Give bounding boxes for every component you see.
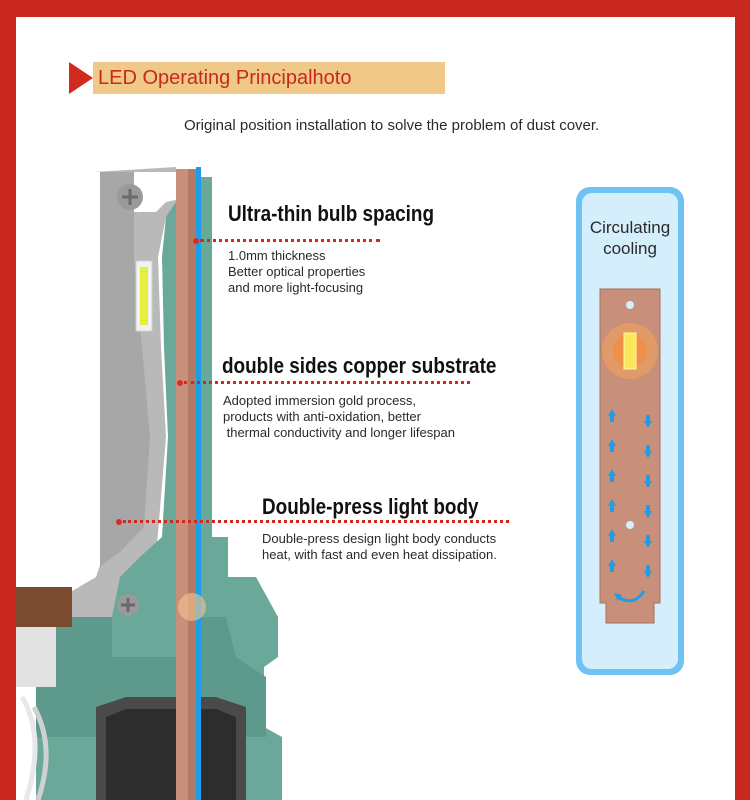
pointer-dot: [193, 238, 199, 244]
feature-desc-line: products with anti-oxidation, better: [223, 409, 421, 424]
banner-arrow-icon: [69, 62, 93, 94]
circulating-cooling-card: Circulating cooling: [576, 187, 684, 675]
content-panel: LED Operating Principalhoto Original pos…: [16, 17, 735, 800]
socket-brown: [16, 587, 72, 627]
feature-desc-line: heat, with fast and even heat dissipatio…: [262, 547, 497, 562]
cooling-card-inner: Circulating cooling: [582, 193, 678, 669]
feature-heading-copper-substrate: double sides copper substrate: [222, 353, 497, 378]
feature-desc-line: Better optical properties: [228, 264, 366, 279]
base-inner: [106, 709, 236, 800]
feature-desc-line: thermal conductivity and longer lifespan: [223, 425, 455, 440]
feature-heading-thin-spacing: Ultra-thin bulb spacing: [228, 201, 435, 226]
cooling-title-line1: Circulating: [589, 218, 671, 237]
circulation-curve-arrowhead: [614, 593, 622, 601]
wire-1: [19, 695, 38, 800]
down-arrows-icon: [644, 415, 652, 578]
copper-substrate-shade: [188, 169, 196, 800]
feature-desc-line: and more light-focusing: [228, 280, 364, 295]
blue-edge: [196, 167, 201, 800]
gray-housing-shade: [94, 172, 150, 567]
cooling-title-line2: cooling: [603, 239, 657, 258]
subtitle: Original position installation to solve …: [184, 117, 600, 134]
pointer-line: [123, 520, 509, 523]
plate-hole-middle: [626, 521, 634, 529]
circulation-curve-icon: [617, 590, 646, 603]
feature-desc-line: 1.0mm thickness: [228, 248, 326, 263]
heat-glow: [178, 593, 206, 621]
section-banner: LED Operating Principalhoto: [69, 62, 445, 94]
banner-bar: [93, 62, 445, 94]
banner-title: LED Operating Principalhoto: [98, 67, 352, 89]
pointer-line: [184, 381, 470, 384]
up-arrows-icon: [608, 409, 616, 572]
cooling-card-title: Circulating cooling: [582, 217, 678, 259]
cooling-led-chip-icon: [623, 332, 637, 370]
socket-white: [16, 627, 56, 687]
feature-heading-double-press: Double-press light body: [262, 494, 479, 519]
led-chip-icon: [140, 267, 148, 325]
lower-screw-cross: [121, 598, 135, 612]
wire-2: [31, 705, 49, 800]
feature-desc-line: Adopted immersion gold process,: [223, 393, 416, 408]
cooling-plate-diagram: [599, 288, 661, 624]
pointer-dot: [116, 519, 122, 525]
top-screw-cross: [122, 189, 138, 205]
pointer-line: [200, 239, 380, 242]
plate-hole-top: [626, 301, 634, 309]
pointer-dot: [177, 380, 183, 386]
bulb-cross-section-illustration: [16, 167, 282, 800]
feature-desc-line: Double-press design light body conducts: [262, 531, 497, 546]
